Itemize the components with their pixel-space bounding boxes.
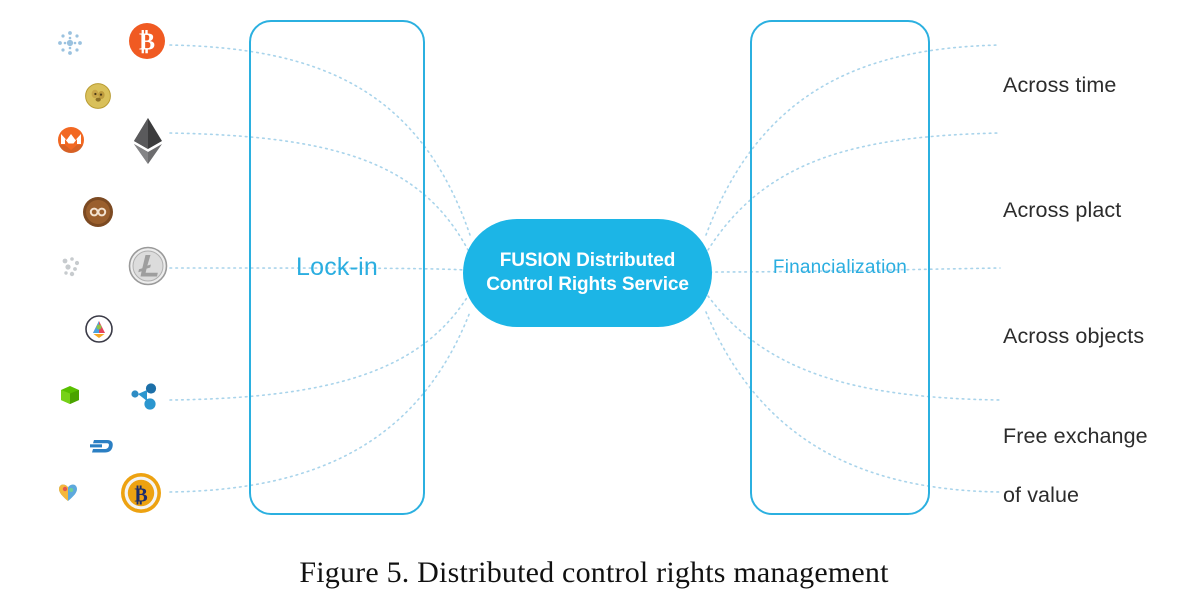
svg-text:₿: ₿ bbox=[134, 485, 147, 507]
iota-icon bbox=[58, 253, 84, 279]
pillar-lock-in[interactable]: Lock-in bbox=[249, 20, 425, 515]
pillar-financialization[interactable]: Financialization bbox=[750, 20, 930, 515]
dash-icon bbox=[90, 436, 116, 456]
outcome-label-across-objects: Across objects bbox=[1003, 324, 1145, 348]
bytecoin-icon bbox=[82, 196, 114, 228]
center-node-text: FUSION Distributed Control Rights Servic… bbox=[486, 249, 689, 298]
pillar-lock-in-label: Lock-in bbox=[296, 253, 378, 281]
litecoin-icon bbox=[128, 246, 168, 286]
outcome-label-free-exchange: Free exchange bbox=[1003, 424, 1148, 448]
monero-icon bbox=[57, 126, 85, 154]
bitcoin-gold-icon: ₿ bbox=[120, 472, 162, 514]
center-node-line-2: Control Rights Service bbox=[486, 274, 689, 295]
bitcoin-icon: ₿ bbox=[128, 22, 166, 60]
ripple-icon bbox=[128, 381, 162, 415]
figure-caption: Figure 5. Distributed control rights man… bbox=[299, 556, 889, 589]
neo-icon bbox=[58, 383, 82, 407]
center-node-fusion-service[interactable]: FUSION Distributed Control Rights Servic… bbox=[463, 219, 712, 327]
qtum-icon bbox=[56, 480, 80, 504]
bat-icon bbox=[85, 315, 113, 343]
ethereum-icon bbox=[131, 116, 165, 166]
outcome-label-of-value: of value bbox=[1003, 483, 1080, 507]
outcome-label-across-time: Across time bbox=[1003, 73, 1117, 97]
pillar-financialization-label: Financialization bbox=[772, 256, 908, 278]
center-node-line-1: FUSION Distributed bbox=[499, 249, 676, 271]
cardano-icon bbox=[55, 28, 85, 58]
outcome-label-across-plact: Across plact bbox=[1003, 198, 1122, 222]
dogecoin-icon bbox=[85, 83, 111, 109]
svg-text:₿: ₿ bbox=[139, 30, 155, 56]
